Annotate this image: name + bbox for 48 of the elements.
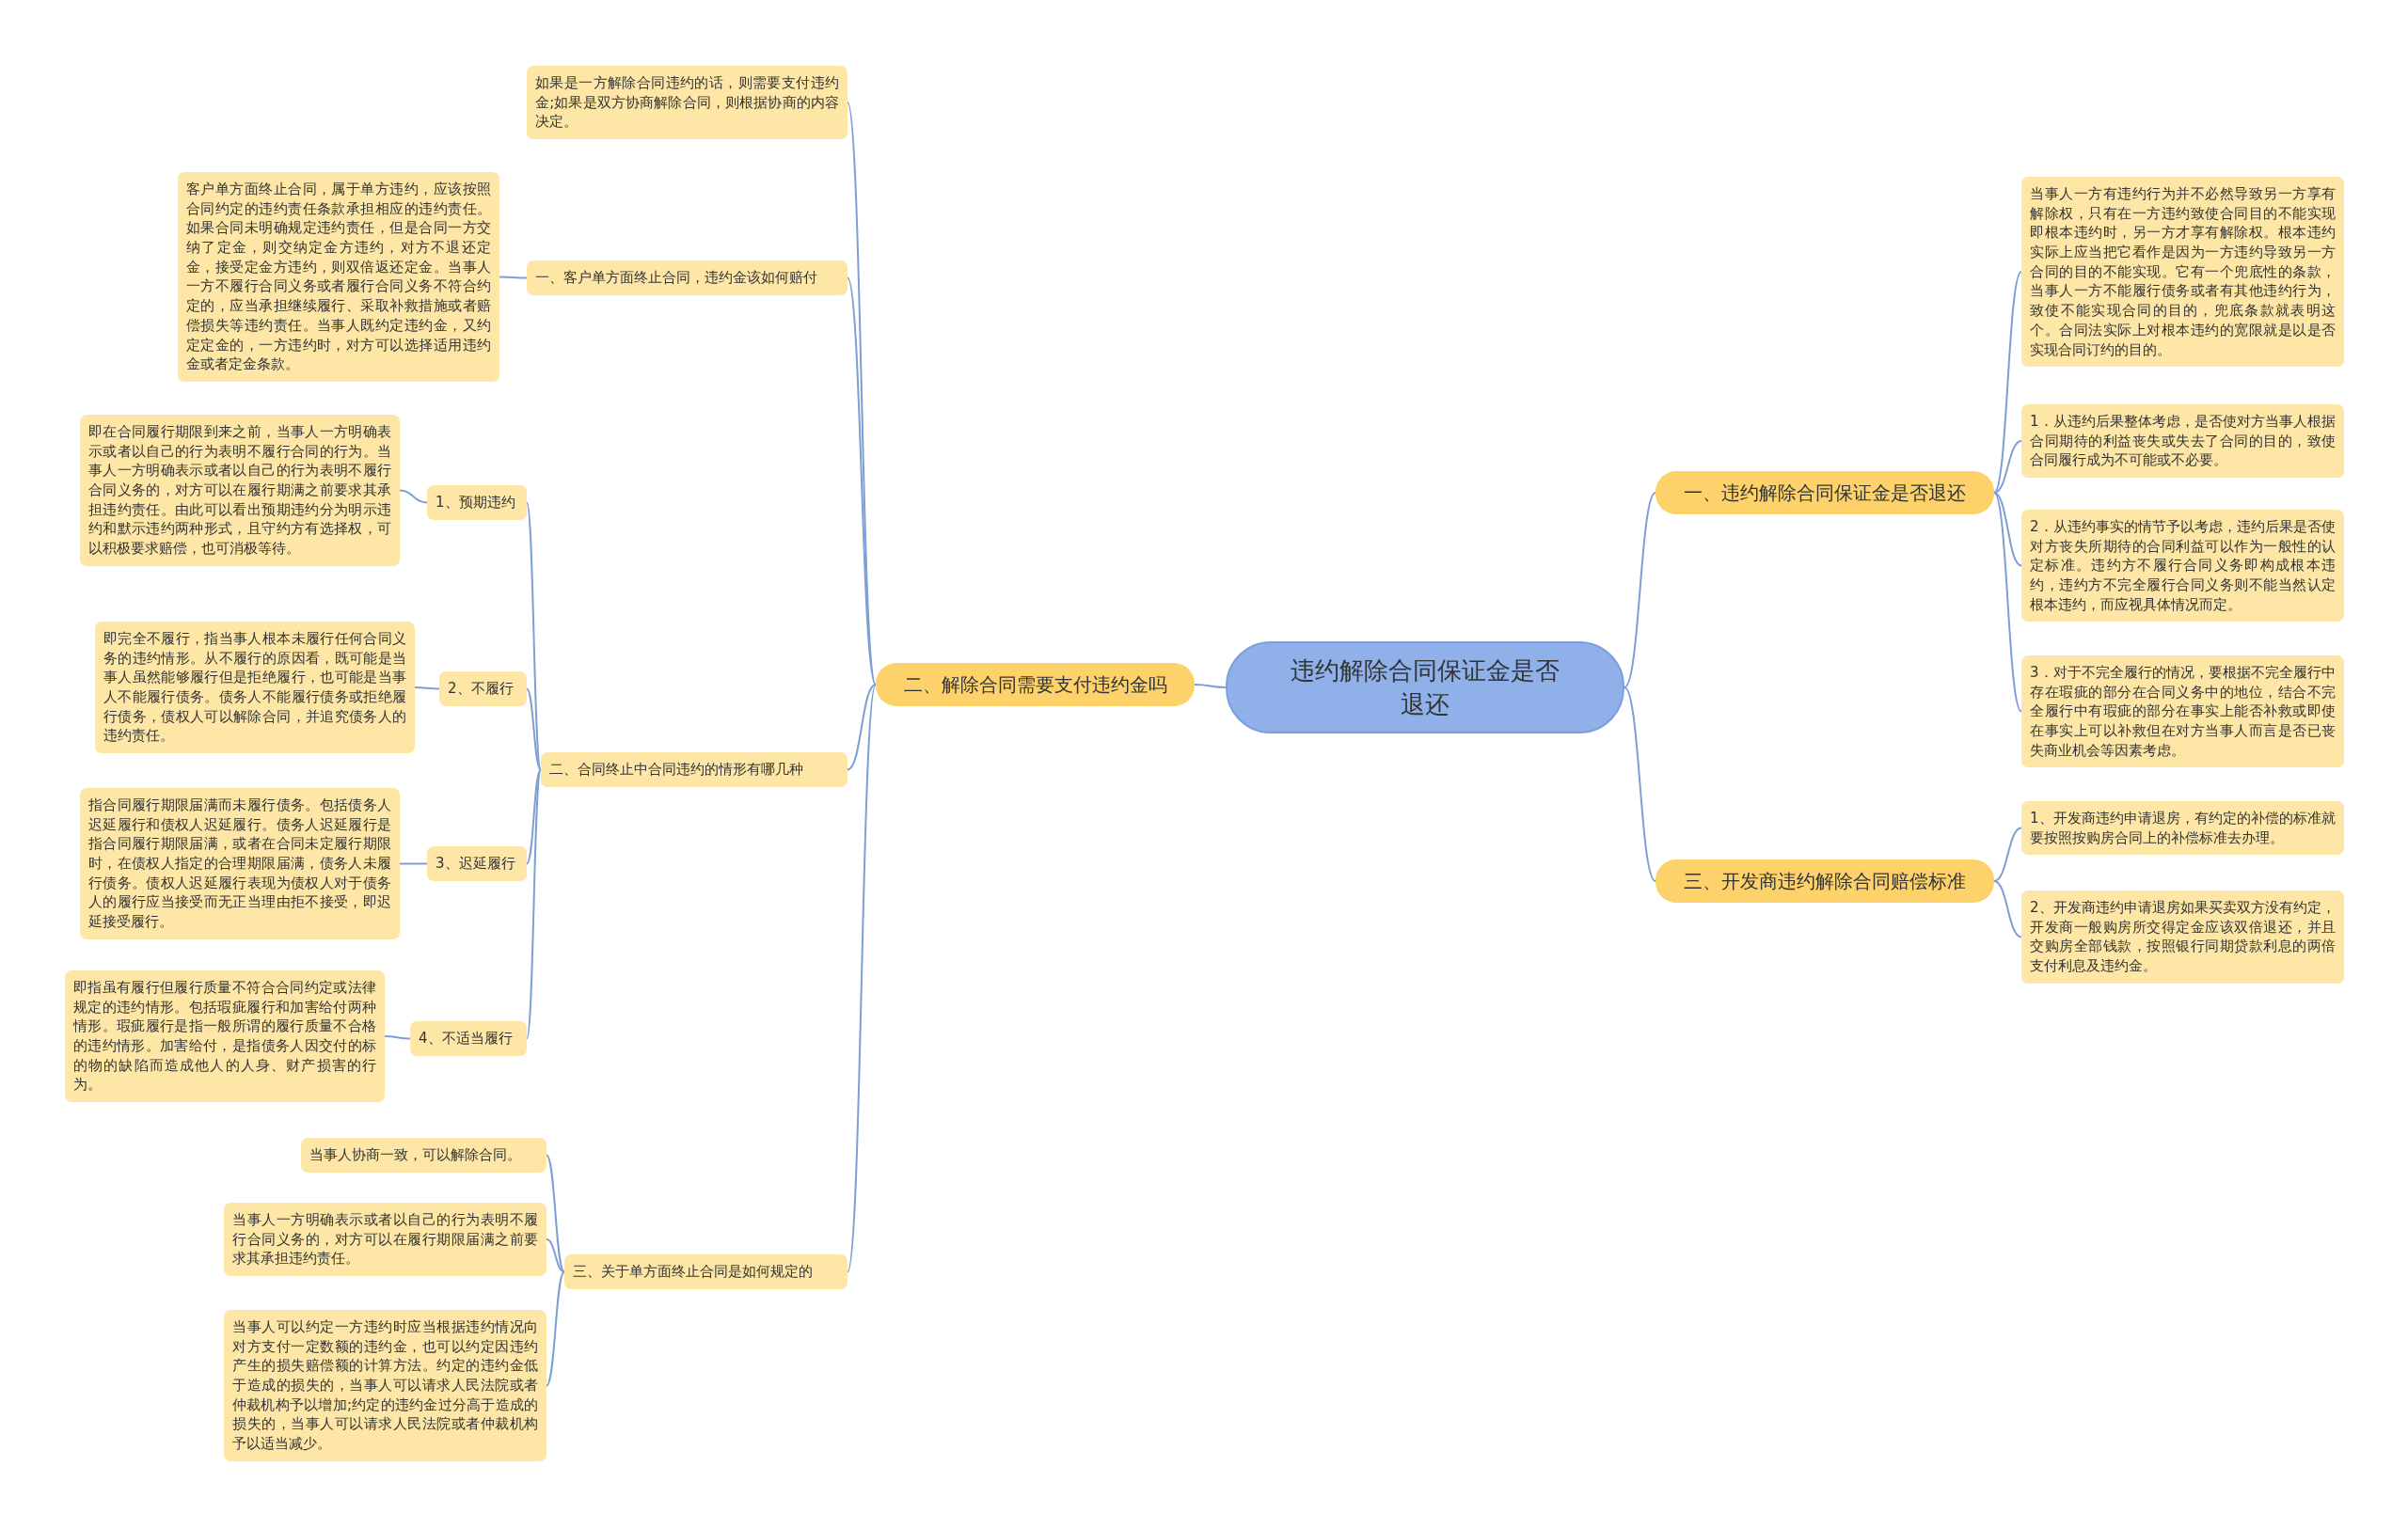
topic-box: 一、客户单方面终止合同，违约金该如何赔付 (527, 260, 848, 295)
branch-topic: 三、开发商违约解除合同赔偿标准 (1656, 859, 1994, 903)
connector-line (1993, 492, 2022, 567)
connector-line (1624, 686, 1656, 882)
connector-line (526, 687, 542, 771)
connector-line (399, 489, 428, 504)
branch-topic: 二、解除合同需要支付违约金吗 (876, 663, 1195, 706)
connector-line (1194, 684, 1227, 688)
topic-box: 2．从违约事实的情节予以考虑，违约后果是否使对方丧失所期待的合同利益可以作为一般性的认定标准。违约方不履行合同义务即构成根本违约，违约方不完全履行合同义务则不能当然认定根本违约，而应视具体情况而定。 (2021, 510, 2344, 623)
topic-box: 如果是一方解除合同违约的话，则需要支付违约金;如果是双方协商解除合同，则根据协商的内容决定。 (527, 66, 848, 140)
topic-box: 当事人协商一致，可以解除合同。 (301, 1138, 547, 1173)
topic-box: 1、开发商违约申请退房，有约定的补偿的标准就要按照按购房合同上的补偿标准去办理。 (2021, 801, 2344, 856)
topic-box: 当事人一方有违约行为并不必然导致另一方享有解除权，只有在一方违约致使合同目的不能实现即根本违约时，另一方才享有解除权。根本违约实际上应当把它看作是因为一方违约导致另一方合同的目的不能实现。它有一个兜底性的条款，当事人一方不能履行债务或者有其他违约行为，致使不能实现合同的目的，兜底条款就表明这个。合同法实际上对根本违约的宽限就是以是否实现合同订约的目的。 (2021, 177, 2344, 368)
connector-line (499, 276, 528, 279)
topic-box: 3、迟延履行 (427, 846, 527, 881)
topic-box: 三、关于单方面终止合同是如何规定的 (564, 1254, 848, 1289)
connector-line (399, 862, 428, 865)
topic-box: 4、不适当履行 (410, 1021, 527, 1056)
topic-box: 即完全不履行，指当事人根本未履行任何合同义务的违约情形。从不履行的原因看，既可能是当事人虽然能够履行但是拒绝履行，也可能是当事人不能履行债务。债务人不能履行债务或拒绝履行债务，债权人可以解除合同，并追究债务人的违约责任。 (95, 622, 415, 754)
connector-line (847, 684, 877, 1273)
topic-box: 1、预期违约 (427, 485, 527, 520)
connector-line (847, 684, 877, 771)
topic-box: 2、开发商违约申请退房如果买卖双方没有约定，开发商一般购房所交得定金应该双倍退还，并且交购房全部钱款，按照银行同期贷款利息的两倍支付利息及违约金。 (2021, 891, 2344, 984)
connector-line (546, 1238, 565, 1273)
topic-box: 客户单方面终止合同，属于单方违约，应该按照合同约定的违约责任条款承担相应的违约责任。如果合同未明确规定违约责任，但是合同一方交纳了定金，则交纳定金方违约，对方不退还定金，接受定金方违约，则双倍返还定金。当事人一方不履行合同义务或者履行合同义务不符合约定的，应当承担继续履行、采取补救措施或者赔偿损失等违约责任。当事人既约定违约金，又约定定金的，一方违约时，对方可以选择适用违约金或者定金条款。 (178, 172, 499, 382)
connector-line (1993, 440, 2022, 494)
central-topic: 违约解除合同保证金是否退还 (1226, 641, 1624, 733)
topic-box: 指合同履行期限届满而未履行债务。包括债务人迟延履行和债权人迟延履行。债务人迟延履行是指合同履行期限届满，或者在合同未定履行期限时，在债权人指定的合理期限届满，债务人未履行债务。债权人迟延履行表现为债权人对于债务人的履行应当接受而无正当理由拒不接受，即迟延接受履行。 (80, 788, 400, 939)
branch-topic: 一、违约解除合同保证金是否退还 (1656, 471, 1994, 514)
connector-line (384, 1035, 411, 1040)
topic-box: 即指虽有履行但履行质量不符合合同约定或法律规定的违约情形。包括瑕疵履行和加害给付两种情形。瑕疵履行是指一般所谓的履行质量不合格的违约情形。加害给付，是指债务人因交付的标的物的缺陷而造成他人的人身、财产损害的行为。 (65, 970, 385, 1103)
connector-line (1993, 827, 2022, 882)
connector-line (1624, 492, 1656, 688)
connector-line (546, 1154, 565, 1273)
connector-line (1993, 880, 2022, 938)
connector-line (546, 1270, 565, 1387)
connector-line (1993, 492, 2022, 713)
connector-line (414, 686, 440, 690)
topic-box: 当事人一方明确表示或者以自己的行为表明不履行合同义务的，对方可以在履行期限届满之前要求其承担违约责任。 (224, 1203, 547, 1277)
connector-line (526, 768, 542, 865)
connector-line (1993, 271, 2022, 494)
topic-box: 当事人可以约定一方违约时应当根据违约情况向对方支付一定数额的违约金，也可以约定因违约产生的损失赔偿额的计算方法。约定的违约金低于造成的损失的，当事人可以请求人民法院或者仲裁机构予以增加;约定的违约金过分高于造成的损失的，当事人可以请求人民法院或者仲裁机构予以适当减少。 (224, 1310, 547, 1461)
connector-line (847, 276, 877, 686)
topic-box: 2、不履行 (439, 671, 527, 706)
topic-box: 即在合同履行期限到来之前，当事人一方明确表示或者以自己的行为表明不履行合同的行为。当事人一方明确表示或者以自己的行为表明不履行合同义务的，对方可以在履行期满之前要求其承担违约责任。由此可以看出预期违约分为明示违约和默示违约两种形式，且守约方有选择权，可以积极要求赔偿，也可消极等待。 (80, 415, 400, 566)
topic-box: 3．对于不完全履行的情况，要根据不完全履行中存在瑕疵的部分在合同义务中的地位，结合不完全履行中有瑕疵的部分在事实上能否补救或即使在事实上可以补救但在对方当事人而言是否已丧失商业机会等因素考虑。 (2021, 655, 2344, 768)
topic-box: 1．从违约后果整体考虑，是否使对方当事人根据合同期待的利益丧失或失去了合同的目的，致使合同履行成为不可能或不必要。 (2021, 404, 2344, 479)
topic-box: 二、合同终止中合同违约的情形有哪几种 (541, 752, 848, 787)
